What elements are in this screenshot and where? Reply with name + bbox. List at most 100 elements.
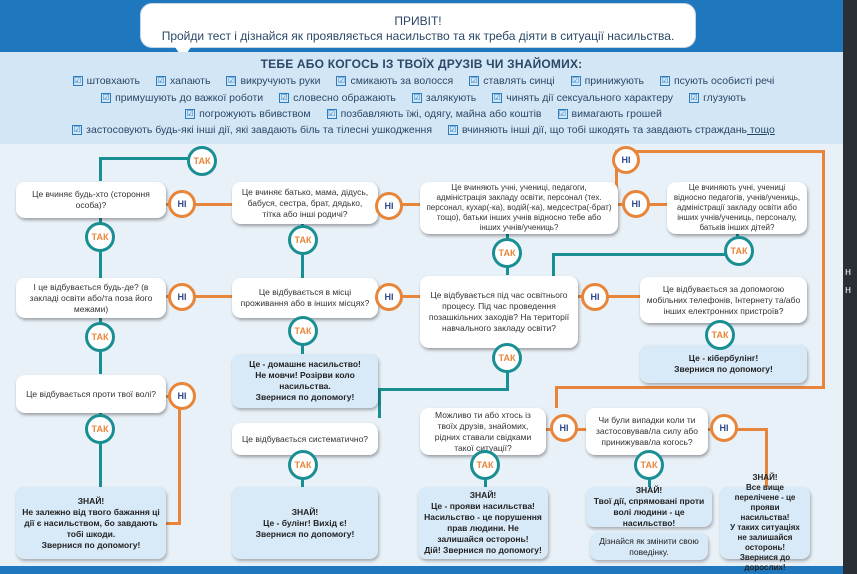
result-final-line-1: Все вище перелічене - це прояви насильст… bbox=[734, 483, 796, 522]
result-own-title: ЗНАЙ! bbox=[635, 485, 663, 495]
result-bullying-help: Звернися по допомогу! bbox=[255, 528, 355, 539]
result-domestic-line-3: Звернися по допомогу! bbox=[255, 392, 355, 402]
question-anywhere: І це відбувається будь-де? (в закладі ос… bbox=[16, 278, 166, 318]
result-own-text: Твої дії, спрямовані проти волі людини -… bbox=[593, 496, 705, 528]
result-final-line-2: У таких ситуаціях не залишайся осторонь! bbox=[730, 523, 800, 552]
checkbox-icon: ☑ bbox=[659, 76, 670, 87]
violence-form-item: ☑чинять дії сексуального характеру bbox=[488, 92, 673, 104]
no-wire bbox=[165, 522, 181, 525]
no-marker: НІ bbox=[550, 414, 578, 442]
question-educational-process: Це відбувається під час освітнього проце… bbox=[420, 276, 578, 348]
violence-form-item: ☑принижують bbox=[567, 75, 644, 87]
yes-wire bbox=[99, 157, 202, 160]
checkbox-icon: ☑ bbox=[469, 76, 480, 87]
violence-form-label: принижують bbox=[584, 75, 644, 87]
violence-form-label: викручують руки bbox=[240, 75, 321, 87]
violence-form-label: словесно ображають bbox=[293, 92, 396, 104]
yes-marker: ТАК bbox=[288, 316, 318, 346]
no-marker: НІ bbox=[710, 414, 738, 442]
no-marker: НІ bbox=[612, 146, 640, 174]
result-cyber-line-1: Це - кібербулінг! bbox=[688, 353, 759, 363]
question-relatives: Це вчиняє батько, мама, дідусь, бабуся, … bbox=[232, 182, 378, 224]
checkbox-icon: ☑ bbox=[72, 125, 83, 136]
result-change-behaviour: Дізнайся як змінити свою поведінку. bbox=[590, 533, 708, 560]
result-domestic-line-2: Не мовчи! Розірви коло насильства. bbox=[255, 370, 355, 391]
yes-marker: ТАК bbox=[470, 450, 500, 480]
no-wire bbox=[578, 295, 642, 298]
no-marker: НІ bbox=[168, 283, 196, 311]
violence-form-label: застосовують будь-які інші дії, які завд… bbox=[86, 124, 433, 136]
checkbox-icon: ☑ bbox=[689, 93, 700, 104]
edge-text-2: н bbox=[845, 284, 852, 296]
no-wire bbox=[555, 386, 558, 408]
violence-form-item: ☑вимагають грошей bbox=[554, 108, 662, 120]
no-wire bbox=[165, 295, 233, 298]
violence-form-label: погрожують вбивством bbox=[199, 108, 311, 120]
checkbox-icon: ☑ bbox=[72, 76, 83, 87]
result-witness-line-1: Це - прояви насильства! bbox=[431, 501, 535, 511]
question-stranger: Це вчиняє будь-хто (стороння особа)? bbox=[16, 182, 166, 218]
result-domestic-line-1: Це - домашнє насильство! bbox=[249, 359, 361, 369]
violence-form-label: псують особисті речі bbox=[673, 75, 775, 87]
violence-form-item: ☑вчиняють інші дії, що тобі шкодять та з… bbox=[444, 124, 775, 136]
violence-form-label: ставлять синці bbox=[483, 75, 555, 87]
yes-marker: ТАК bbox=[492, 238, 522, 268]
greeting-bubble: ПРИВІТ! Пройди тест і дізнайся як проявл… bbox=[140, 3, 696, 59]
result-know-title: ЗНАЙ! bbox=[77, 495, 105, 506]
no-wire bbox=[765, 428, 768, 488]
question-against-will: Це відбувається проти твої волі? bbox=[16, 375, 166, 413]
edge-text-1: н bbox=[845, 266, 852, 278]
result-cyber-line-2: Звернися по допомогу! bbox=[674, 364, 773, 374]
violence-forms-row-3: ☑погрожують вбивством☑позбавляють їжі, о… bbox=[0, 108, 843, 120]
no-wire bbox=[555, 386, 825, 389]
violence-form-label: штовхають bbox=[86, 75, 141, 87]
result-witness-line-3: Дій! Звернися по допомогу! bbox=[424, 545, 542, 555]
checkbox-icon: ☑ bbox=[156, 76, 167, 87]
violence-form-item: ☑викручують руки bbox=[222, 75, 320, 87]
violence-form-label: смикають за волосся bbox=[350, 75, 454, 87]
no-marker: НІ bbox=[581, 283, 609, 311]
no-marker: НІ bbox=[622, 190, 650, 218]
checkbox-icon: ☑ bbox=[226, 76, 237, 87]
no-wire bbox=[165, 203, 233, 206]
checkbox-icon: ☑ bbox=[557, 109, 568, 120]
violence-form-item: ☑глузують bbox=[685, 92, 746, 104]
yes-marker: ТАК bbox=[187, 146, 217, 176]
violence-form-item: ☑застосовують будь-які інші дії, які зав… bbox=[68, 124, 432, 136]
no-marker: НІ bbox=[168, 382, 196, 410]
checkbox-icon: ☑ bbox=[185, 109, 196, 120]
violence-form-label: позбавляють їжі, одягу, майна або коштів bbox=[340, 108, 542, 120]
no-marker: НІ bbox=[375, 192, 403, 220]
result-final-warning: ЗНАЙ! Все вище перелічене - це прояви на… bbox=[720, 473, 810, 572]
yes-marker: ТАК bbox=[85, 322, 115, 352]
result-final-title: ЗНАЙ! bbox=[752, 473, 778, 482]
yes-marker: ТАК bbox=[288, 225, 318, 255]
no-marker: НІ bbox=[375, 283, 403, 311]
yes-marker: ТАК bbox=[724, 236, 754, 266]
yes-wire bbox=[378, 388, 381, 418]
violence-form-item: ☑примушують до важкої роботи bbox=[97, 92, 263, 104]
violence-form-item: ☑псують особисті речі bbox=[656, 75, 774, 87]
violence-form-label: примушують до важкої роботи bbox=[115, 92, 264, 104]
yes-wire bbox=[99, 413, 102, 487]
violence-forms-row-4: ☑застосовують будь-які інші дії, які зав… bbox=[0, 124, 843, 136]
violence-form-label: вчиняють інші дії, що тобі шкодять та за… bbox=[462, 124, 747, 136]
result-know-text: Не залежно від твого бажання ці дії є на… bbox=[22, 506, 160, 539]
result-know-help: Звернися по допомогу! bbox=[41, 539, 141, 550]
yes-marker: ТАК bbox=[705, 320, 735, 350]
yes-wire bbox=[99, 157, 102, 181]
yes-wire bbox=[378, 388, 509, 391]
question-systematic: Це відбувається систематично? bbox=[232, 423, 378, 455]
checkbox-icon: ☑ bbox=[411, 93, 422, 104]
yes-marker: ТАК bbox=[492, 343, 522, 373]
violence-forms-row-1: ☑штовхають☑хапають☑викручують руки☑смика… bbox=[0, 75, 843, 87]
violence-form-item: ☑смикають за волосся bbox=[332, 75, 453, 87]
yes-marker: ТАК bbox=[85, 414, 115, 444]
yes-wire bbox=[552, 253, 737, 256]
result-bullying-title: ЗНАЙ! bbox=[291, 506, 319, 517]
result-witness-title: ЗНАЙ! bbox=[469, 490, 497, 500]
checkbox-icon: ☑ bbox=[336, 76, 347, 87]
violence-form-item: ☑хапають bbox=[152, 75, 210, 87]
result-final-line-3: Звернися до дорослих! bbox=[739, 553, 791, 572]
